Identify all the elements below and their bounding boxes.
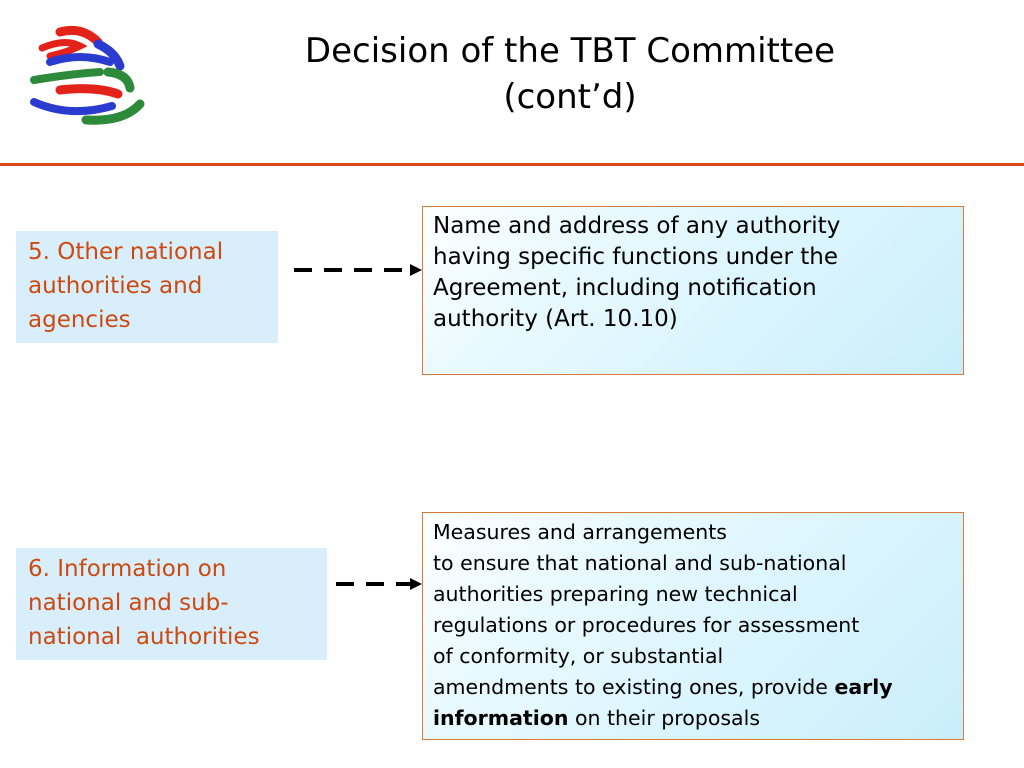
item-6-detail-line-3: authorities preparing new technical	[433, 582, 798, 606]
item-6-detail-line-2: to ensure that national and sub-national	[433, 551, 847, 575]
wto-logo-icon	[30, 25, 145, 125]
slide-title: Decision of the TBT Committee (cont’d)	[230, 28, 910, 120]
item-5-label-line-2: authorities and	[28, 273, 203, 299]
item-6-label-line-2: national and sub-	[28, 590, 229, 616]
title-line-2: (cont’d)	[503, 77, 637, 117]
item-5-dashed-arrow-icon	[294, 264, 422, 276]
item-5-label-box: 5. Other national authorities and agenci…	[16, 231, 278, 343]
item-5-detail-line-4: authority (Art. 10.10)	[433, 306, 678, 332]
item-6-detail-line-7-text: on their proposals	[568, 706, 760, 730]
item-6-detail-line-4: regulations or procedures for assessment	[433, 613, 860, 637]
item-5-label-line-3: agencies	[28, 307, 131, 333]
item-6-detail-emphasis-early: early	[834, 675, 893, 699]
item-5-detail-line-1: Name and address of any authority	[433, 213, 841, 239]
item-6-detail-line-5: of conformity, or substantial	[433, 644, 724, 668]
item-6-label-box: 6. Information on national and sub- nati…	[16, 548, 327, 660]
item-6-label-line-3: national authorities	[28, 624, 260, 650]
title-line-1: Decision of the TBT Committee	[304, 31, 836, 71]
item-5-detail-line-2: having specific functions under the	[433, 244, 839, 270]
item-6-detail-line-6-text: amendments to existing ones, provide	[433, 675, 835, 699]
item-6-detail-box: Measures and arrangements to ensure that…	[422, 512, 964, 740]
item-5-detail-line-3: Agreement, including notification	[433, 275, 817, 301]
item-5-label-line-1: 5. Other national	[28, 239, 224, 265]
item-6-detail-line-1: Measures and arrangements	[433, 520, 727, 544]
item-5-detail-box: Name and address of any authority having…	[422, 206, 964, 375]
title-divider	[0, 163, 1024, 166]
item-6-label-line-1: 6. Information on	[28, 556, 227, 582]
item-6-dashed-arrow-icon	[336, 578, 422, 590]
item-6-detail-emphasis-information: information	[433, 706, 569, 730]
item-6-detail-line-6: amendments to existing ones, provide ear…	[433, 672, 953, 703]
item-6-detail-line-7: information on their proposals	[433, 703, 953, 734]
